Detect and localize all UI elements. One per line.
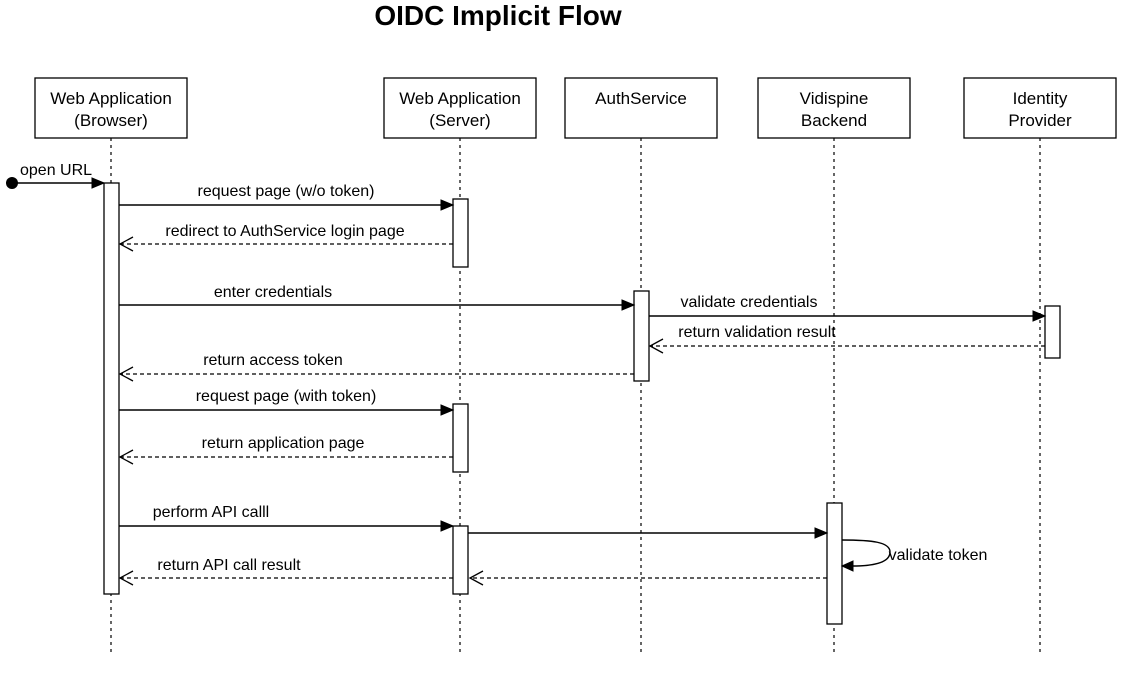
activation-server-1 — [452, 198, 469, 268]
message-label: return access token — [203, 352, 343, 369]
arrowhead — [468, 570, 484, 586]
participant-server-name: Web Application — [399, 89, 521, 108]
message-return-api-response — [468, 570, 827, 586]
arrowhead — [118, 570, 134, 586]
message-return-application-page: return application page — [118, 435, 453, 465]
diagram-title: OIDC Implicit Flow — [374, 0, 622, 31]
activation-vidispine — [826, 502, 843, 625]
participant-vidispine-name: Vidispine — [800, 89, 869, 108]
message-label: validate credentials — [681, 294, 818, 311]
participant-authservice: AuthService — [564, 77, 718, 139]
arrowhead — [91, 177, 106, 189]
message-label: request page (with token) — [196, 388, 377, 405]
message-return-validation-result: return validation result — [648, 324, 1045, 354]
participant-authservice-name: AuthService — [595, 89, 687, 108]
arrowhead — [118, 236, 134, 252]
activation-identity-provider — [1044, 305, 1061, 359]
message-label: return validation result — [678, 324, 836, 341]
message-request-page-with-token: request page (with token) — [119, 388, 455, 416]
message-label: validate token — [889, 547, 988, 564]
participant-server: Web Application (Server) — [383, 77, 537, 139]
participant-server-subname: (Server) — [429, 111, 490, 130]
message-return-api-call-result: return API call result — [118, 557, 453, 586]
arrowhead — [814, 527, 829, 539]
message-forward-api-call — [468, 527, 829, 539]
message-label: return application page — [202, 435, 365, 452]
arrowhead — [118, 366, 134, 382]
message-return-access-token: return access token — [118, 352, 634, 382]
arrowhead — [648, 338, 664, 354]
participant-browser: Web Application (Browser) — [34, 77, 188, 139]
message-label: request page (w/o token) — [198, 183, 375, 200]
activation-server-2 — [452, 403, 469, 473]
participant-identity-provider: Identity Provider — [963, 77, 1117, 139]
arrowhead — [440, 199, 455, 211]
message-label: redirect to AuthService login page — [165, 223, 404, 240]
message-perform-api-call: perform API calll — [119, 504, 455, 532]
message-label: open URL — [20, 162, 92, 179]
arrowhead — [621, 299, 636, 311]
participant-vidispine-backend: Vidispine Backend — [757, 77, 911, 139]
activation-browser — [103, 182, 120, 595]
arrowhead — [840, 560, 854, 572]
arrowhead — [440, 404, 455, 416]
message-validate-credentials: validate credentials — [649, 294, 1047, 322]
participant-vidispine-subname: Backend — [801, 111, 867, 130]
message-label: return API call result — [157, 557, 301, 574]
message-label: perform API calll — [153, 504, 269, 521]
activation-server-3 — [452, 525, 469, 595]
message-validate-token: validate token — [840, 539, 988, 572]
activation-authservice — [633, 290, 650, 382]
message-open-url: open URL — [6, 162, 106, 189]
arrowhead — [118, 449, 134, 465]
message-enter-credentials: enter credentials — [119, 284, 636, 311]
message-label: enter credentials — [214, 284, 332, 301]
arrowhead — [440, 520, 455, 532]
participant-browser-name: Web Application — [50, 89, 172, 108]
message-redirect-login: redirect to AuthService login page — [118, 223, 453, 252]
participant-browser-subname: (Browser) — [74, 111, 148, 130]
arrowhead — [1032, 310, 1047, 322]
participant-idp-subname: Provider — [1008, 111, 1072, 130]
participant-idp-name: Identity — [1013, 89, 1068, 108]
message-request-page-no-token: request page (w/o token) — [119, 183, 455, 211]
